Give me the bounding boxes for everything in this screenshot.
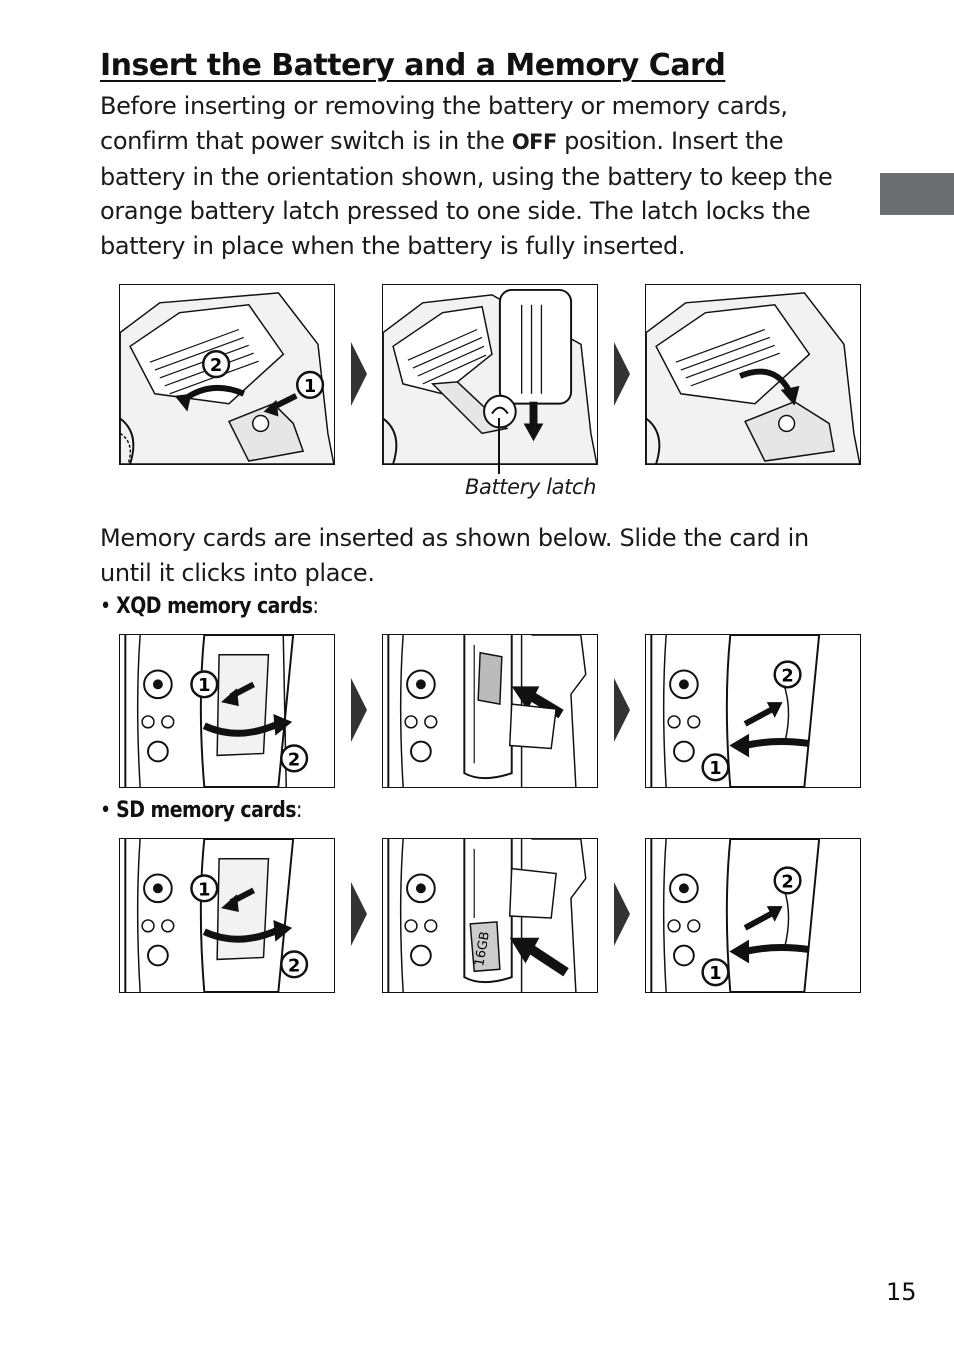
bullet-dot: • — [100, 798, 111, 823]
right-triangle-icon — [351, 678, 367, 742]
memory-card-line-2: until it clicks into place. — [100, 558, 375, 587]
sd-bullet-item: • SD memory cards: — [100, 798, 302, 823]
bullet-dot: • — [100, 594, 111, 619]
off-position-label: OFF — [511, 129, 558, 154]
battery-step-2-illustration — [383, 288, 597, 464]
right-triangle-icon — [614, 678, 630, 742]
memory-card-line-1: Memory cards are inserted as shown below… — [100, 524, 809, 552]
intro-line-4: orange battery latch pressed to one side… — [100, 197, 811, 226]
battery-latch-leader-line — [498, 418, 500, 474]
xqd-label: XQD memory cards — [116, 594, 313, 619]
battery-latch-caption: Battery latch — [465, 475, 596, 499]
sd-colon: : — [295, 798, 302, 823]
intro-line-2-end: position. Insert the — [556, 126, 784, 155]
sd-label: SD memory cards — [116, 798, 296, 823]
memory-card-paragraph: Memory cards are inserted as shown below… — [100, 521, 809, 591]
sd-card-capacity-label: 16GB — [472, 930, 493, 967]
sd-step-3-figure: 2 1 — [645, 838, 861, 993]
battery-step-3-figure — [645, 284, 861, 465]
right-triangle-icon — [614, 342, 630, 406]
step-1-marker: 1 — [198, 880, 210, 900]
xqd-bullet-item: • XQD memory cards: — [100, 594, 319, 619]
sd-step-2-illustration: 16GB — [387, 839, 587, 992]
step-2-marker: 2 — [210, 355, 222, 376]
xqd-step-2-figure — [382, 634, 598, 788]
page-title: Insert the Battery and a Memory Card — [100, 48, 726, 83]
section-tab — [880, 173, 954, 215]
step-2-marker: 2 — [781, 872, 793, 892]
battery-step-2-figure — [382, 284, 598, 465]
intro-line-2-start: confirm that power switch is in the — [100, 126, 512, 155]
sd-step-3-illustration: 2 1 — [650, 839, 821, 992]
step-1-marker: 1 — [198, 676, 210, 696]
right-triangle-icon — [351, 342, 367, 406]
intro-paragraph: Before inserting or removing the battery… — [100, 89, 833, 264]
battery-step-3-illustration — [646, 292, 860, 464]
step-1-marker: 1 — [304, 376, 316, 397]
xqd-step-3-figure: 2 1 — [645, 634, 861, 788]
right-triangle-icon — [351, 882, 367, 946]
sd-step-1-figure: 1 2 — [119, 838, 335, 993]
xqd-step-2-illustration — [387, 635, 587, 787]
battery-step-1-figure: 2 1 — [119, 284, 335, 465]
intro-line-2: confirm that power switch is in the OFF … — [100, 124, 832, 160]
sd-step-1-illustration: 1 2 — [124, 839, 309, 992]
xqd-step-3-illustration: 2 1 — [650, 635, 821, 787]
step-1-marker: 1 — [709, 759, 721, 779]
battery-step-1-illustration: 2 1 — [120, 292, 334, 464]
xqd-step-1-figure: 1 2 — [119, 634, 335, 788]
sd-step-2-figure: 16GB — [382, 838, 598, 993]
xqd-colon: : — [312, 594, 319, 619]
page-number: 15 — [886, 1278, 917, 1306]
intro-line-3: battery in the orientation shown, using … — [100, 162, 833, 191]
right-triangle-icon — [614, 882, 630, 946]
step-2-marker: 2 — [288, 956, 300, 976]
step-2-marker: 2 — [288, 750, 300, 770]
xqd-step-1-illustration: 1 2 — [124, 635, 309, 787]
intro-line-1: Before inserting or removing the battery… — [100, 92, 788, 120]
step-2-marker: 2 — [781, 666, 793, 686]
step-1-marker: 1 — [709, 964, 721, 984]
intro-line-5: battery in place when the battery is ful… — [100, 232, 686, 261]
